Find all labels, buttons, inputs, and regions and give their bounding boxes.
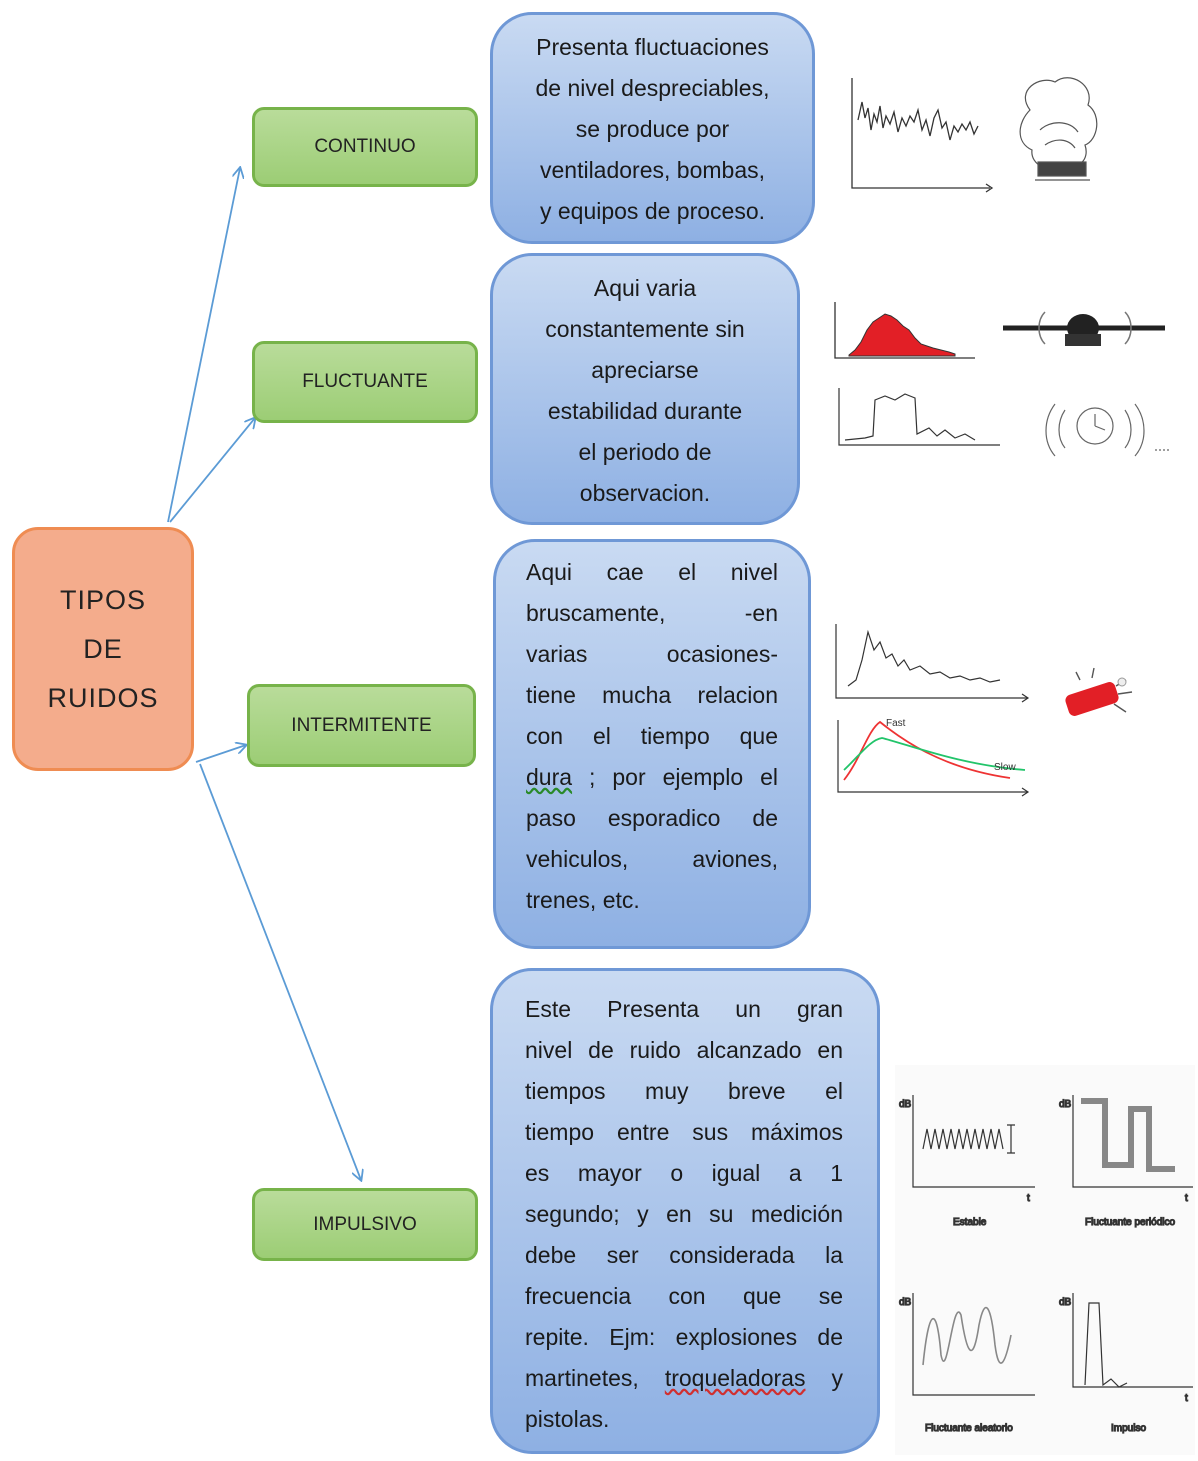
desc-line: tiempos muy breve el <box>525 1078 843 1104</box>
continuo-noise-graph <box>851 78 994 193</box>
line-rest: ; por ejemplo el <box>572 764 778 790</box>
desc-line: debe ser considerada la <box>525 1242 843 1268</box>
airplane-icon <box>1003 311 1165 346</box>
desc-line: Presenta fluctuaciones <box>536 34 769 60</box>
desc-line: tiene mucha relacion <box>526 682 778 708</box>
arrow-to-intermitente <box>195 745 246 763</box>
category-impulsivo: IMPULSIVO <box>252 1188 478 1261</box>
t-axis-label: t <box>1185 1393 1188 1404</box>
intermitente-illustration: Fast Slow <box>835 624 1133 797</box>
arrow-to-fluctuante <box>169 418 255 523</box>
fan-machine-icon <box>1019 77 1098 181</box>
desc-line: se produce por <box>575 116 730 142</box>
desc-line: observacion. <box>579 480 711 506</box>
impulso-graph: dB t Impulso <box>1058 1293 1193 1435</box>
fluctuante-area-graph <box>834 302 975 359</box>
fluctuante-step-graph <box>838 388 1000 446</box>
impulso-caption: Impulso <box>1111 1423 1146 1434</box>
alarm-clock-icon <box>1045 403 1171 457</box>
root-node-tipos-de-ruidos: TIPOS DE RUIDOS <box>12 527 194 771</box>
db-axis-label: dB <box>899 1297 912 1308</box>
db-axis-label: dB <box>1059 1099 1072 1110</box>
desc-line: con el tiempo que <box>526 723 778 749</box>
desc-line: segundo; y en su medición <box>525 1201 843 1227</box>
line-after: y <box>805 1365 844 1391</box>
underlined-word: troqueladoras <box>664 1365 806 1391</box>
desc-line: de nivel despreciables, <box>535 75 770 101</box>
fluctuante-periodico-caption: Fluctuante periódico <box>1085 1217 1175 1228</box>
category-intermitente: INTERMITENTE <box>247 684 476 767</box>
desc-line: pistolas. <box>525 1406 610 1432</box>
fluctuante-illustration <box>834 302 1171 457</box>
desc-line: varias ocasiones- <box>526 641 778 667</box>
arrow-to-impulsivo <box>199 763 361 1180</box>
desc-line: Aqui cae el nivel <box>526 559 778 585</box>
desc-line: trenes, etc. <box>526 887 640 913</box>
category-label: INTERMITENTE <box>291 714 432 736</box>
category-fluctuante: FLUCTUANTE <box>252 341 478 423</box>
estable-caption: Estable <box>953 1217 987 1228</box>
desc-line: repite. Ejm: explosiones de <box>525 1324 843 1350</box>
fast-slow-graph: Fast Slow <box>837 718 1030 797</box>
root-line-2: DE <box>83 633 123 664</box>
desc-line: nivel de ruido alcanzado en <box>525 1037 843 1063</box>
desc-line-with-underline: dura ; por ejemplo el <box>526 757 778 798</box>
category-label: IMPULSIVO <box>313 1213 417 1235</box>
slow-label: Slow <box>994 762 1016 773</box>
description-intermitente: Aqui cae el nivel bruscamente, -en varia… <box>493 539 811 949</box>
t-axis-label: t <box>1185 1193 1188 1204</box>
desc-line: el periodo de <box>578 439 712 465</box>
category-label: FLUCTUANTE <box>302 371 428 392</box>
fluctuante-aleatorio-graph: dB Fluctuante aleatorio <box>898 1293 1035 1435</box>
root-line-3: RUIDOS <box>47 682 159 713</box>
desc-line: Aqui varia <box>593 275 697 301</box>
underlined-word: dura <box>526 764 573 790</box>
fast-label: Fast <box>886 718 906 729</box>
desc-line: estabilidad durante <box>547 398 743 424</box>
desc-line: vehiculos, aviones, <box>526 846 778 872</box>
line-before: martinetes, <box>525 1365 665 1391</box>
category-label: CONTINUO <box>314 136 416 157</box>
estable-graph: dB t Estable <box>898 1095 1035 1229</box>
desc-line-with-underline: martinetes, troqueladoras y <box>525 1358 843 1399</box>
fluctuante-aleatorio-caption: Fluctuante aleatorio <box>925 1423 1013 1434</box>
arrow-to-continuo <box>167 168 240 523</box>
firecracker-icon <box>1065 667 1133 716</box>
desc-line: apreciarse <box>591 357 699 383</box>
description-continuo: Presenta fluctuaciones de nivel despreci… <box>490 12 815 244</box>
desc-line: constantemente sin <box>545 316 745 342</box>
category-continuo: CONTINUO <box>252 107 478 187</box>
root-line-1: TIPOS <box>59 584 146 615</box>
intermitente-decay-graph <box>835 624 1030 703</box>
desc-line: ventiladores, bombas, <box>539 157 765 183</box>
impulsivo-illustration: dB t Estable dB t Fluctuante periódico d… <box>895 1065 1195 1455</box>
db-axis-label: dB <box>899 1099 912 1110</box>
db-axis-label: dB <box>1059 1297 1072 1308</box>
continuo-illustration <box>851 77 1098 193</box>
description-fluctuante: Aqui varia constantemente sin apreciarse… <box>490 253 800 525</box>
desc-line: tiempo entre sus máximos <box>525 1119 843 1145</box>
desc-line: Este Presenta un gran <box>525 996 843 1022</box>
description-impulsivo: Este Presenta un gran nivel de ruido alc… <box>490 968 880 1454</box>
desc-line: paso esporadico de <box>526 805 778 831</box>
desc-line: es mayor o igual a 1 <box>525 1160 843 1186</box>
t-axis-label: t <box>1027 1193 1030 1204</box>
desc-line: frecuencia con que se <box>525 1283 843 1309</box>
desc-line: y equipos de proceso. <box>539 198 766 224</box>
fluctuante-periodico-graph: dB t Fluctuante periódico <box>1058 1095 1193 1229</box>
desc-line: bruscamente, -en <box>526 600 778 626</box>
